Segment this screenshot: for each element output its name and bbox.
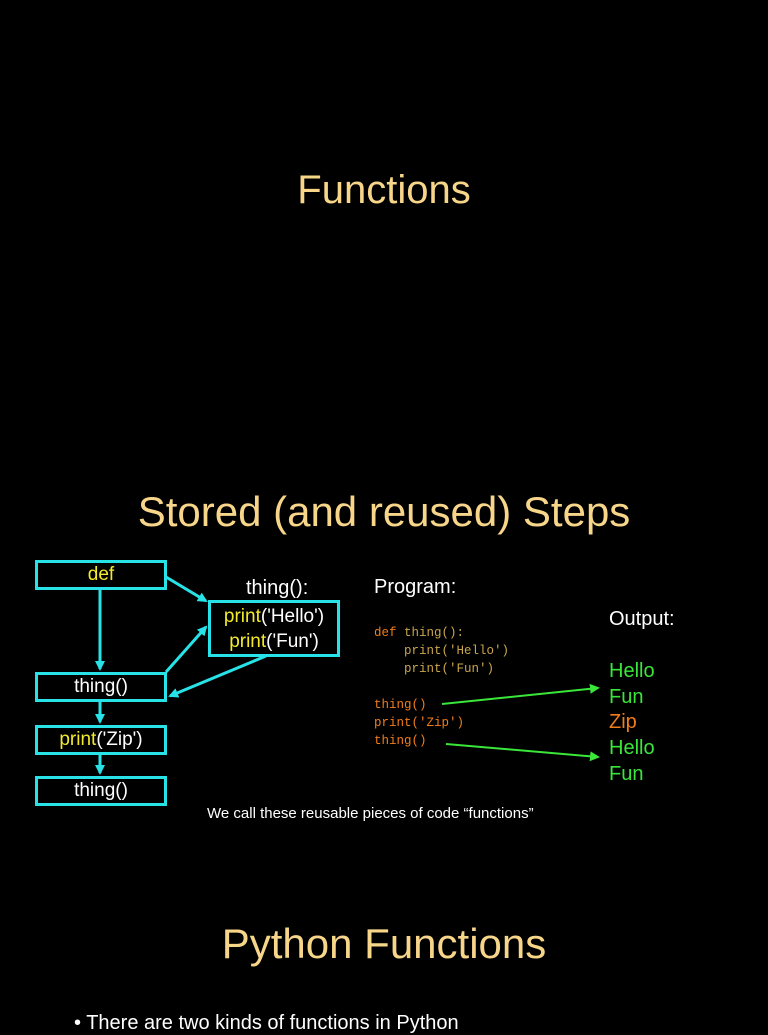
- print-zip-box: print('Zip'): [35, 725, 167, 755]
- output-heading: Output:: [609, 608, 675, 630]
- body-print-keyword-2: print: [229, 631, 267, 652]
- function-header-label: thing():: [246, 577, 309, 599]
- code-def-rest: thing():: [396, 626, 465, 640]
- output-line-hello-1: Hello: [609, 660, 655, 682]
- output-line-fun-1: Fun: [609, 686, 644, 708]
- arrow-call-to-body: [164, 625, 208, 673]
- output-line-fun-2: Fun: [609, 763, 644, 785]
- arrow-code-to-output-1: [441, 683, 600, 705]
- thing-call-label-second: thing(): [74, 780, 128, 801]
- body-line-fun: print('Fun'): [211, 629, 337, 654]
- body-hello-argument: ('Hello'): [260, 606, 325, 627]
- output-line-zip: Zip: [609, 711, 637, 733]
- slide-title-python-functions: Python Functions: [221, 920, 547, 967]
- body-fun-argument: ('Fun'): [266, 631, 319, 652]
- code-line-def: def thing():: [374, 626, 464, 640]
- def-keyword: def: [87, 564, 115, 585]
- thing-call-box-second: thing(): [35, 776, 167, 806]
- arrow-code-to-output-2: [445, 743, 600, 762]
- def-box: def: [35, 560, 167, 590]
- code-def-keyword: def: [374, 626, 397, 640]
- print-keyword: print: [59, 729, 97, 750]
- functions-caption: We call these reusable pieces of code “f…: [207, 805, 534, 822]
- code-line-print-zip: print('Zip'): [374, 716, 465, 730]
- code-line-call-1: thing(): [374, 698, 427, 712]
- code-line-print-hello: print('Hello'): [374, 644, 510, 658]
- slide-title-functions: Functions: [297, 168, 471, 212]
- body-print-keyword-1: print: [223, 606, 261, 627]
- thing-call-box: thing(): [35, 672, 167, 702]
- function-body-box: print('Hello') print('Fun'): [208, 600, 340, 657]
- output-line-hello-2: Hello: [609, 737, 655, 759]
- code-line-print-fun: print('Fun'): [374, 662, 495, 676]
- slide-title-stored-steps: Stored (and reused) Steps: [137, 488, 631, 535]
- arrow-def-to-body: [165, 575, 208, 603]
- program-heading: Program:: [374, 576, 457, 598]
- thing-call-label: thing(): [74, 676, 128, 697]
- arrow-body-return: [168, 654, 267, 698]
- body-line-hello: print('Hello'): [211, 604, 337, 629]
- code-line-call-2: thing(): [374, 734, 427, 748]
- print-zip-argument: ('Zip'): [96, 729, 143, 750]
